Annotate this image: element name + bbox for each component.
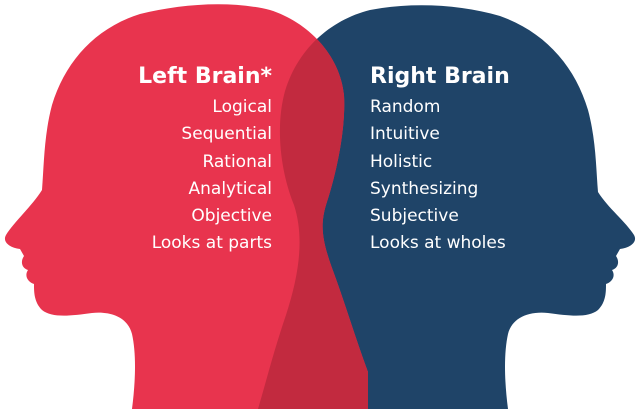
left-trait: Sequential bbox=[181, 124, 272, 145]
right-trait: Subjective bbox=[370, 206, 459, 227]
left-brain-column: Left Brain* Logical Sequential Rational … bbox=[138, 62, 272, 258]
right-trait: Intuitive bbox=[370, 124, 440, 145]
left-trait: Analytical bbox=[188, 178, 272, 199]
right-brain-column: Right Brain Random Intuitive Holistic Sy… bbox=[370, 62, 510, 258]
left-trait: Objective bbox=[191, 206, 272, 227]
left-trait: Looks at parts bbox=[151, 233, 272, 254]
right-brain-title: Right Brain bbox=[370, 64, 510, 89]
right-trait: Synthesizing bbox=[370, 178, 479, 199]
left-trait: Logical bbox=[212, 97, 272, 117]
left-trait: Rational bbox=[202, 151, 272, 172]
right-trait: Holistic bbox=[370, 151, 433, 172]
right-trait: Random bbox=[370, 97, 441, 117]
right-trait: Looks at wholes bbox=[370, 233, 506, 254]
left-brain-title: Left Brain* bbox=[138, 64, 272, 89]
